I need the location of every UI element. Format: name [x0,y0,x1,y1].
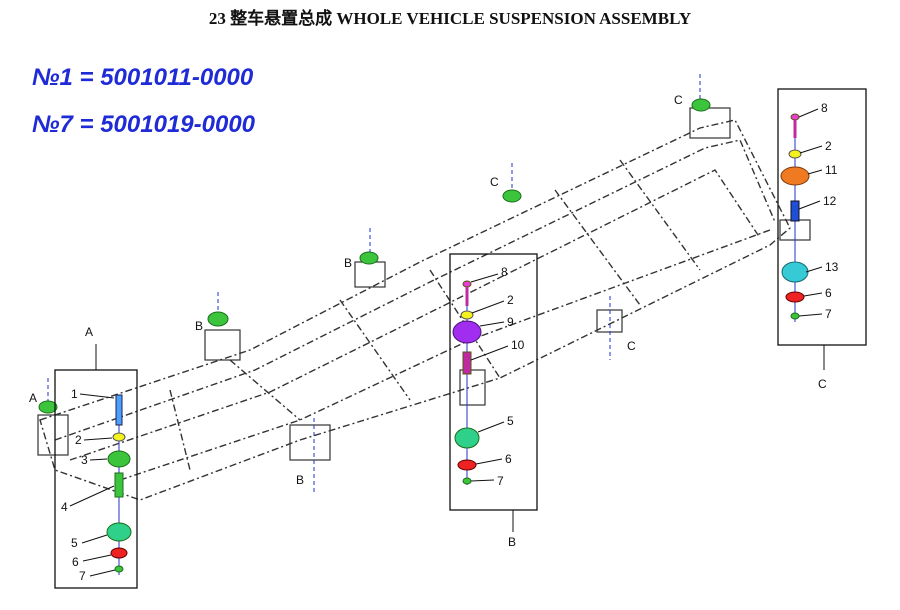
callout-3: 3 [81,453,88,467]
callout-12: 12 [823,194,837,208]
frame-mount-pads [38,74,711,492]
part-7-nut-B [462,477,472,485]
callout-13: 13 [825,260,839,274]
part-2-washer-C [788,149,802,159]
mount-pad-A [38,400,58,414]
part-number-note-1: №1 = 5001011-0000 [32,64,254,91]
part-9-bushing [452,320,482,344]
callout-4: 4 [61,500,68,514]
part-7-nut [114,565,124,573]
callout-11: 11 [825,163,838,177]
part-11-bushing [780,166,810,186]
part-4-sleeve [114,472,124,498]
label-B-frame-3: B [296,473,304,487]
callout-9: 9 [507,315,514,329]
label-A-box: A [85,325,93,339]
callout-2-B: 2 [507,293,514,307]
label-B-frame-2: B [344,256,352,270]
part-6-washer [110,547,128,559]
part-2-washer-B [460,310,474,320]
label-C-frame-3: C [627,339,636,353]
part-8-bolt-head-C [790,113,800,121]
detail-box-B: B 8 2 9 10 5 6 7 [449,253,538,549]
part-3-bushing [107,450,131,468]
page-title: 23 整车悬置总成 WHOLE VEHICLE SUSPENSION ASSEM… [208,9,692,28]
frame-brackets [37,107,811,461]
part-2-washer [112,432,126,442]
part-6-washer-B [457,459,477,471]
detail-box-C: C 8 2 11 12 13 6 7 [777,88,867,391]
callout-6-A: 6 [72,555,79,569]
part-8-bolt-head [462,280,472,288]
callout-8-C: 8 [821,101,828,115]
label-C-frame-2: C [674,93,683,107]
part-7-nut-C [790,312,800,320]
part-6-washer-C [785,291,805,303]
detail-box-A: A 1 2 3 4 5 6 7 [54,325,138,589]
label-B-frame-1: B [195,319,203,333]
callout-7-A: 7 [79,569,86,583]
part-number-note-7: №7 = 5001019-0000 [32,111,256,138]
callout-5-A: 5 [71,536,78,550]
mount-pad-C1 [502,189,522,203]
part-1-bolt [115,394,123,426]
mount-pad-B1 [207,311,229,327]
part-13-bushing [781,261,809,283]
callout-2-A: 2 [75,433,82,447]
part-5-bushing-B [454,427,480,449]
label-C-frame-1: C [490,175,499,189]
callout-6-B: 6 [505,452,512,466]
callout-10: 10 [511,338,525,352]
callout-5-B: 5 [507,414,514,428]
callout-7-B: 7 [497,474,504,488]
frame-labels: A B B C C B C [29,93,683,487]
label-B-box: B [508,535,516,549]
label-C-box: C [818,377,827,391]
callout-2-C: 2 [825,139,832,153]
part-10-sleeve [462,351,472,375]
chassis-frame [39,119,791,501]
callout-1: 1 [71,387,78,401]
part-5-bushing [106,522,132,542]
callout-7-C: 7 [825,307,832,321]
mount-pad-C2 [691,98,711,112]
part-12-sleeve [790,200,800,222]
label-A-frame: A [29,391,37,405]
mount-pad-B2 [359,251,379,265]
callout-8-B: 8 [501,265,508,279]
callout-6-C: 6 [825,286,832,300]
